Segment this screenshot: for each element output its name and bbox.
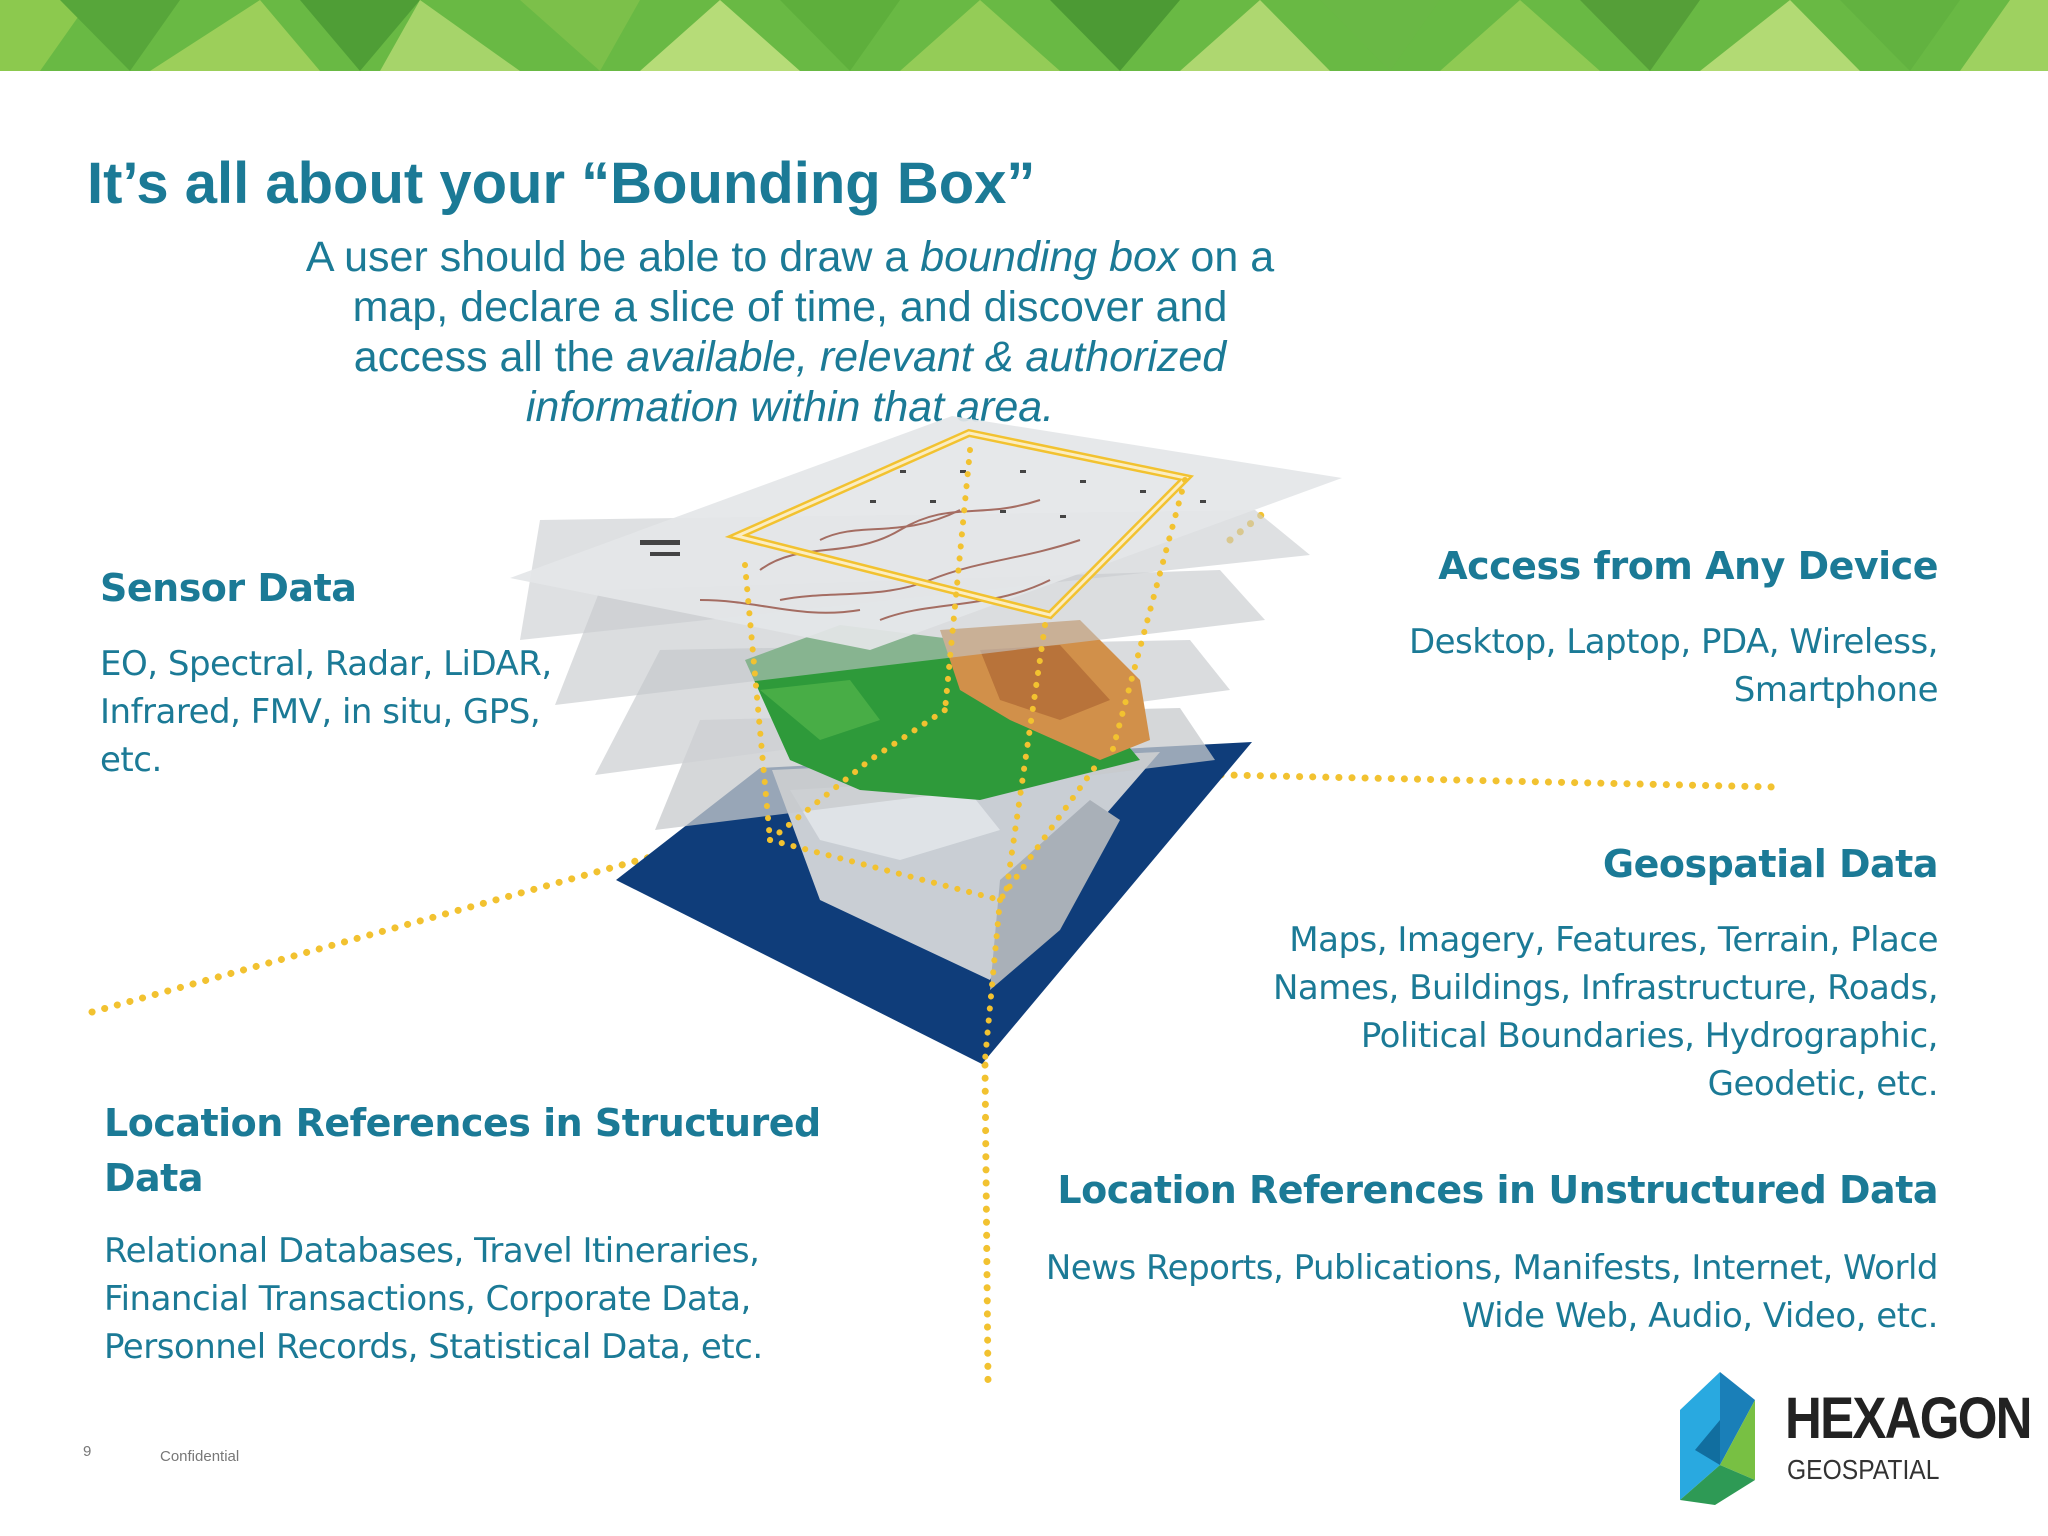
- sensor-data-line: EO, Spectral, Radar, LiDAR,: [100, 644, 552, 684]
- access-device-title: Access from Any Device: [1438, 544, 1938, 588]
- unstructured-data-line: News Reports, Publications, Manifests, I…: [1045, 1248, 1939, 1288]
- structured-data-title-line: Location References in Structured: [104, 1101, 821, 1145]
- geospatial-data-line: Geodetic, etc.: [1707, 1064, 1939, 1104]
- unstructured-data-title: Location References in Unstructured Data: [1057, 1168, 1938, 1212]
- unstructured-data-line: Wide Web, Audio, Video, etc.: [1461, 1296, 1939, 1336]
- hexagon-geospatial-logo: HEXAGON GEOSPATIAL: [1675, 1370, 2033, 1505]
- sensor-data-line: etc.: [100, 740, 162, 780]
- satellite-layer: [616, 742, 1252, 1064]
- structured-data-line: Personnel Records, Statistical Data, etc…: [104, 1327, 763, 1367]
- logo-wordmark: HEXAGON: [1785, 1386, 2033, 1451]
- subtitle-part-1: A user should be able to draw a: [305, 233, 921, 281]
- structured-data-title: Location References in Structured Data: [104, 1096, 821, 1206]
- structured-data-line: Financial Transactions, Corporate Data,: [104, 1279, 751, 1319]
- sensor-data-title: Sensor Data: [100, 566, 357, 610]
- slide-subtitle: A user should be able to draw a bounding…: [280, 232, 1300, 432]
- geospatial-data-line: Names, Buildings, Infrastructure, Roads,: [1273, 968, 1939, 1008]
- page-number: 9: [83, 1443, 92, 1460]
- access-device-line: Smartphone: [1733, 670, 1939, 710]
- confidential-label: Confidential: [160, 1448, 240, 1465]
- geospatial-data-body: Maps, Imagery, Features, Terrain, Place …: [1273, 916, 1939, 1108]
- subtitle-part-3: on a map, declare a slice of time, and d…: [352, 233, 1275, 381]
- access-device-line: Desktop, Laptop, PDA, Wireless,: [1408, 622, 1939, 662]
- header-banner: [0, 0, 2048, 71]
- subtitle-emphasis-1: bounding box: [920, 233, 1179, 281]
- geospatial-data-title: Geospatial Data: [1602, 842, 1939, 886]
- hexagon-logo-icon: [1680, 1372, 1755, 1505]
- unstructured-data-body: News Reports, Publications, Manifests, I…: [1045, 1244, 1939, 1340]
- sensor-data-body: EO, Spectral, Radar, LiDAR, Infrared, FM…: [100, 640, 552, 784]
- projection-lines: [742, 447, 1188, 1063]
- geospatial-data-line: Maps, Imagery, Features, Terrain, Place: [1289, 920, 1938, 960]
- access-device-body: Desktop, Laptop, PDA, Wireless, Smartpho…: [1408, 618, 1939, 714]
- geospatial-data-line: Political Boundaries, Hydrographic,: [1360, 1016, 1939, 1056]
- logo-subtitle: GEOSPATIAL: [1787, 1454, 1940, 1485]
- structured-data-body: Relational Databases, Travel Itineraries…: [104, 1227, 763, 1371]
- structured-data-line: Relational Databases, Travel Itineraries…: [104, 1231, 760, 1271]
- slide-title: It’s all about your “Bounding Box”: [87, 151, 1036, 216]
- sensor-data-line: Infrared, FMV, in situ, GPS,: [100, 692, 541, 732]
- structured-data-title-line: Data: [104, 1156, 203, 1200]
